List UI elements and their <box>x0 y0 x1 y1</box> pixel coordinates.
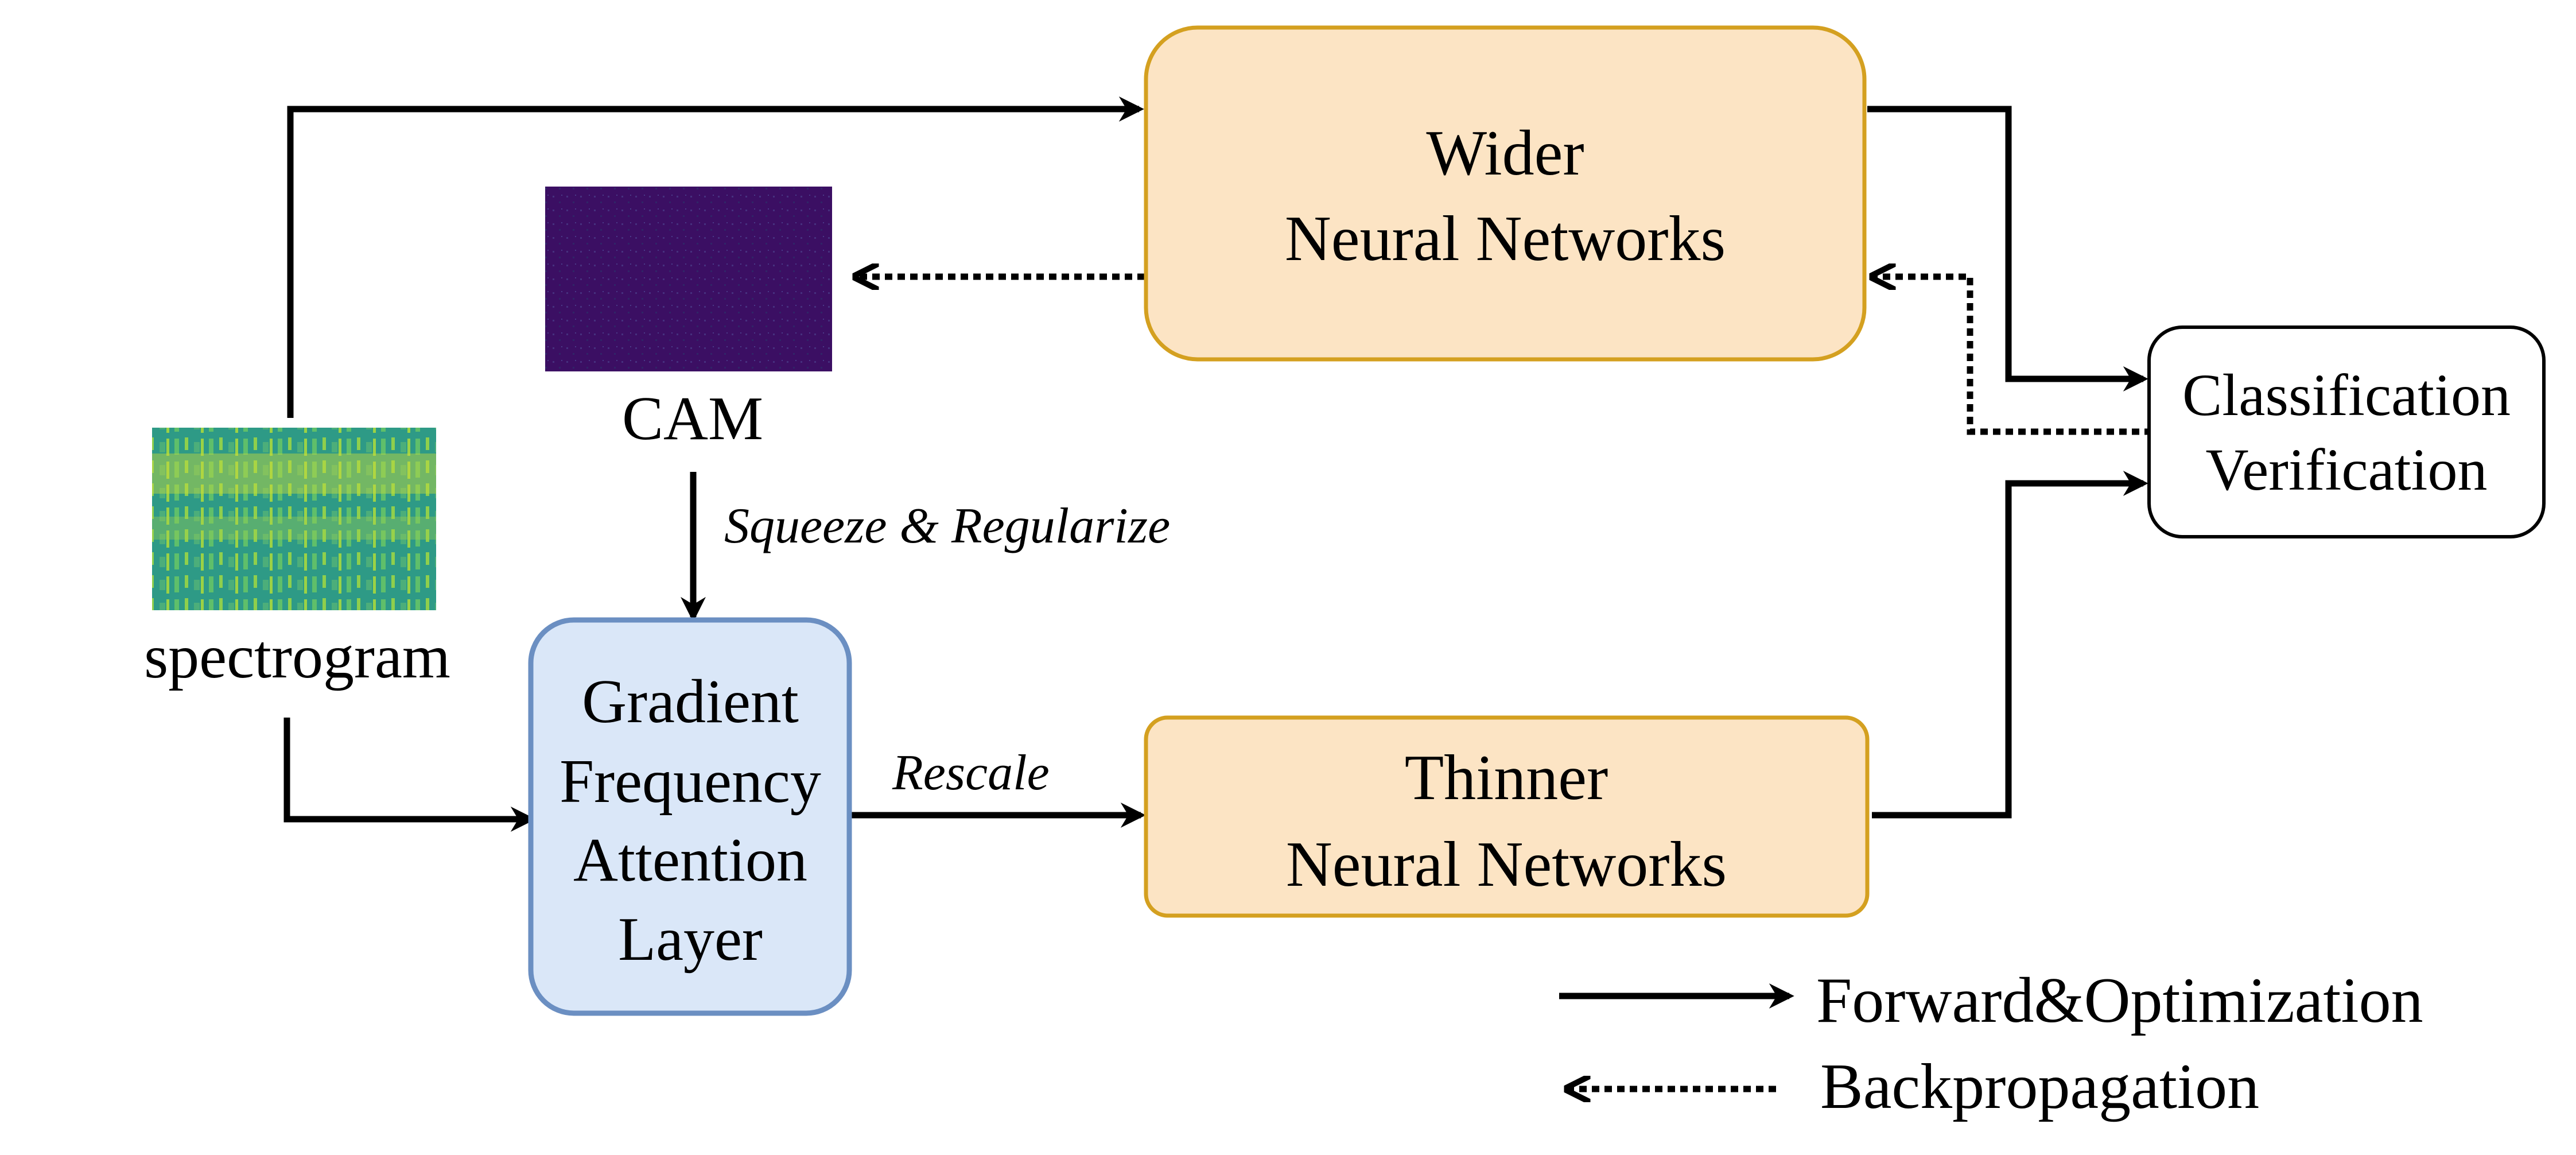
thinner-network-node: Thinner Neural Networks <box>1144 715 1870 918</box>
spectrogram-image <box>152 428 436 610</box>
gfa-layer-box <box>528 617 852 1016</box>
legend-backprop-label: Backpropagation <box>1820 1051 2259 1122</box>
output-line-2: Verification <box>2206 437 2488 503</box>
output-line-1: Classification <box>2182 362 2511 428</box>
edge-output-to-wider <box>1872 277 2152 435</box>
backprop-connections <box>855 277 2152 435</box>
forward-connections <box>283 96 2148 832</box>
thinner-network-title: Thinner <box>1405 742 1608 813</box>
spectrogram-label: spectrogram <box>144 623 450 691</box>
gfa-line-2: Frequency <box>560 747 821 816</box>
spectrogram-highlight-band <box>152 454 436 494</box>
cam-label: CAM <box>622 385 763 453</box>
cam-image <box>545 187 832 371</box>
gfa-layer-node: Gradient Frequency Attention Layer <box>528 617 852 1016</box>
rescale-label: Rescale <box>892 745 1050 801</box>
spectrogram-node: spectrogram <box>144 428 450 691</box>
wider-network-node: Wider Neural Networks <box>1144 25 1867 362</box>
cam-node: CAM <box>545 187 832 453</box>
output-box <box>2147 325 2546 538</box>
gfa-line-4: Layer <box>618 905 763 974</box>
output-node: Classification Verification <box>2147 325 2546 538</box>
edge-thinner-to-output <box>1872 471 2148 819</box>
edge-spectrogram-to-wider <box>287 96 1144 418</box>
gfa-line-3: Attention <box>573 826 807 894</box>
gfa-line-1: Gradient <box>582 668 799 736</box>
thinner-network-subtitle: Neural Networks <box>1286 829 1727 900</box>
wider-network-subtitle: Neural Networks <box>1285 203 1726 274</box>
wider-network-title: Wider <box>1426 118 1584 189</box>
edge-spectrogram-to-gfa <box>283 718 536 832</box>
squeeze-regularize-label: Squeeze & Regularize <box>724 498 1170 554</box>
thinner-network-box <box>1144 715 1870 918</box>
spectrogram-mid-band <box>152 517 436 540</box>
legend: Forward&Optimization Backpropagation <box>1559 965 2423 1122</box>
edge-wider-to-output <box>1867 106 2148 392</box>
wider-network-box <box>1144 25 1867 362</box>
legend-forward-label: Forward&Optimization <box>1816 965 2423 1036</box>
